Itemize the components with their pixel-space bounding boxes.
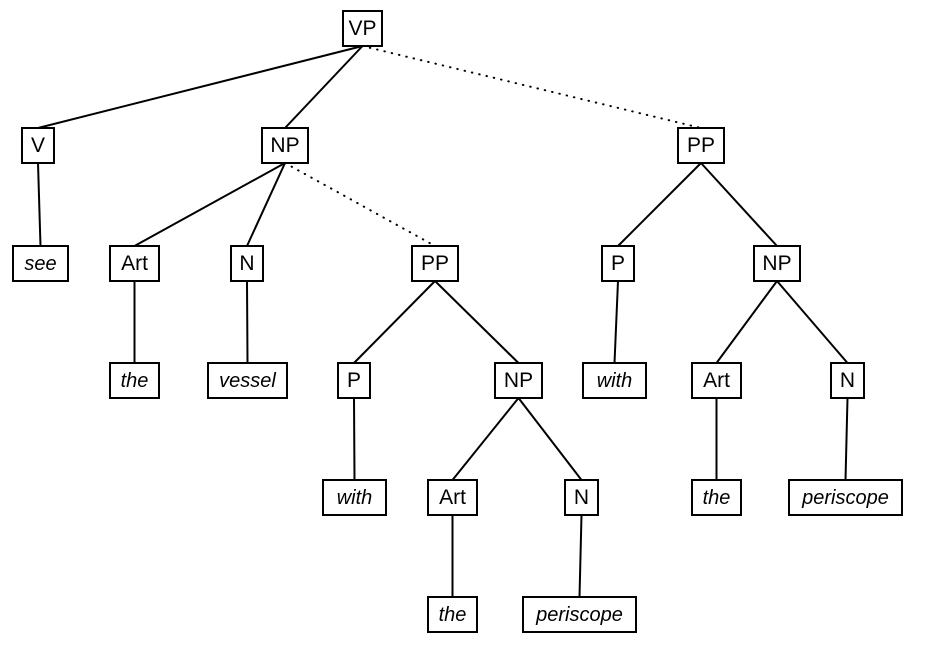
node-label: periscope [801,487,889,509]
category-node-n1[interactable]: N [230,245,264,282]
tree-edge-p_mid-to-with_mid [353,397,356,481]
category-node-v[interactable]: V [21,127,55,164]
tree-edge-pp_mid-to-np_mid [434,280,520,364]
node-label: the [703,487,731,509]
node-box [691,362,742,399]
node-box [21,127,55,164]
node-label: with [597,370,633,392]
node-box [601,245,635,282]
node-box [261,127,309,164]
node-label: N [239,252,254,275]
node-box [753,245,801,282]
node-label: vessel [219,370,276,392]
leaf-node-with_mid[interactable]: with [322,479,387,516]
tree-edge-vp-to-v [37,45,363,129]
node-label: Art [703,369,730,392]
leaf-node-vessel[interactable]: vessel [207,362,288,399]
category-node-np_mid[interactable]: NP [494,362,543,399]
category-node-p_mid[interactable]: P [337,362,371,399]
tree-edge-np_mid-to-art_mid [451,397,520,481]
node-label: NP [270,134,299,157]
leaf-node-periscope_m[interactable]: periscope [522,596,637,633]
node-label: V [31,134,45,157]
node-box [691,479,742,516]
tree-edge-n_right-to-periscope_r [844,397,849,481]
tree-edge-np_mid-to-n_mid [517,397,583,481]
leaf-node-the1[interactable]: the [109,362,160,399]
tree-edge-np_right-to-n_right [776,280,849,364]
leaf-node-the_right[interactable]: the [691,479,742,516]
tree-edge-np_right-to-art_right [715,280,778,364]
node-box [337,362,371,399]
node-label: see [24,253,56,275]
node-label: N [574,486,589,509]
tree-edge-np1-to-pp_mid [284,162,436,247]
node-label: P [611,252,625,275]
category-node-n_mid[interactable]: N [564,479,599,516]
tree-edge-n1-to-vessel [246,280,249,364]
tree-edge-pp_right-to-np_right [700,162,778,247]
tree-edge-np1-to-n1 [246,162,286,247]
node-box [582,362,647,399]
tree-edge-vp-to-np1 [284,45,364,129]
node-box [677,127,725,164]
tree-edge-p_right-to-with_right [613,280,619,364]
category-node-p_right[interactable]: P [601,245,635,282]
category-node-art1[interactable]: Art [109,245,160,282]
node-box [12,245,69,282]
category-node-pp_mid[interactable]: PP [411,245,459,282]
leaf-node-periscope_r[interactable]: periscope [788,479,903,516]
leaf-node-with_right[interactable]: with [582,362,647,399]
node-box [522,596,637,633]
category-node-np_right[interactable]: NP [753,245,801,282]
node-label: with [337,487,373,509]
leaf-node-see[interactable]: see [12,245,69,282]
tree-edge-vp-to-pp_right [361,45,702,129]
node-box [207,362,288,399]
node-box [322,479,387,516]
tree-edge-n_mid-to-periscope_m [578,514,583,598]
node-label: NP [762,252,791,275]
tree-edge-pp_mid-to-p_mid [353,280,436,364]
node-box [494,362,543,399]
category-node-np1[interactable]: NP [261,127,309,164]
node-box [830,362,865,399]
node-box [788,479,903,516]
node-label: the [121,370,149,392]
node-label: P [347,369,361,392]
node-box [427,479,478,516]
node-label: N [840,369,855,392]
tree-edge-np1-to-art1 [134,162,286,247]
node-box [564,479,599,516]
node-box [411,245,459,282]
node-label: NP [504,369,533,392]
node-label: Art [439,486,466,509]
edge-layer [37,45,849,598]
node-box [342,10,383,47]
tree-edge-v-to-see [37,162,42,247]
category-node-n_right[interactable]: N [830,362,865,399]
node-label: PP [687,134,715,157]
node-label: PP [421,252,449,275]
leaf-node-the_mid[interactable]: the [427,596,478,633]
node-box [427,596,478,633]
node-label: Art [121,252,148,275]
node-label: the [439,604,467,626]
node-box [109,245,160,282]
category-node-vp[interactable]: VP [342,10,383,47]
node-label: VP [348,17,376,40]
node-label: periscope [535,604,623,626]
category-node-art_mid[interactable]: Art [427,479,478,516]
node-box [109,362,160,399]
node-box [230,245,264,282]
tree-edge-pp_right-to-p_right [617,162,702,247]
category-node-pp_right[interactable]: PP [677,127,725,164]
category-node-art_right[interactable]: Art [691,362,742,399]
